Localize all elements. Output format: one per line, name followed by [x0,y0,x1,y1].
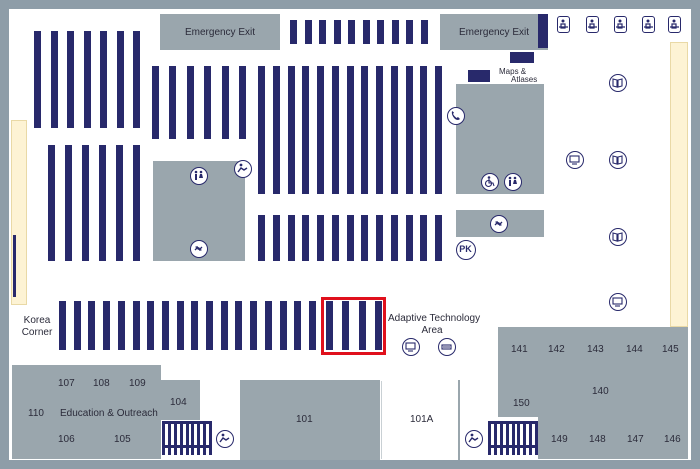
shelf-stack-nw [34,31,140,128]
stairs-right-bottom-rail [488,445,538,448]
computer-icon[interactable] [402,338,420,356]
room-label-144: 144 [626,344,643,355]
maps-atlases-label-2: Atlases [511,75,538,84]
room-label-147: 147 [627,434,644,445]
window-strip-right [670,42,688,327]
emergency-exit-right-label: Emergency Exit [458,27,530,38]
room-label-146: 146 [664,434,681,445]
shelf-stack-center [258,66,442,194]
telephone-icon[interactable] [447,107,465,125]
room-label-101a: 101A [410,414,434,425]
korea-corner-label-1: Korea [23,315,51,326]
room-label-109: 109 [129,378,146,389]
room-label-105: 105 [114,434,131,445]
window-strip-left-mark [13,235,16,297]
emergency-exit-left-room: Emergency Exit [160,14,280,50]
stairs-bottom-right[interactable] [488,421,538,455]
exit-right-block-2 [510,52,534,63]
maps-room [456,84,544,194]
shelf-stack-center-lower [258,215,442,261]
korea-corner-label-2: Corner [21,327,53,338]
scanner-icon[interactable] [438,338,456,356]
wheelchair-icon[interactable] [481,173,499,191]
room-label-104: 104 [170,397,187,408]
restroom-icon[interactable] [190,167,208,185]
book-icon[interactable] [609,151,627,169]
room-label-106: 106 [58,434,75,445]
room-label-141: 141 [511,344,528,355]
education-outreach-room [12,365,161,459]
reading-study-icon [642,16,655,33]
reading-study-icon [668,16,681,33]
room-label-107: 107 [58,378,75,389]
computer-icon[interactable] [609,293,627,311]
maps-bar [468,70,490,82]
room-label-110: 110 [28,408,44,419]
education-outreach-label: Education & Outreach [60,408,158,419]
room-label-101: 101 [296,414,313,425]
room-label-150: 150 [513,398,530,409]
stairs-person-icon[interactable] [216,430,234,448]
reading-study-icon [586,16,599,33]
room-104 [160,380,200,420]
room-label-140: 140 [592,386,609,397]
room-label-143: 143 [587,344,604,355]
room-label-148: 148 [589,434,606,445]
stairs-left-bottom-rail [162,445,212,448]
elevator-icon[interactable] [490,215,508,233]
shelf-stack-top-center-left [152,66,246,139]
stairs-person-icon[interactable] [465,430,483,448]
room-101 [240,380,380,460]
shelf-stack-south [59,301,316,350]
highlighted-location-marker [321,297,386,355]
stairs-left-top-rail [162,421,212,424]
adaptive-tech-label-2: Area [421,325,443,336]
exit-right-block [538,14,548,48]
room-label-149: 149 [551,434,568,445]
stairs-person-icon[interactable] [234,160,252,178]
emergency-exit-left-label: Emergency Exit [184,27,256,38]
elevator-icon[interactable] [190,240,208,258]
book-icon[interactable] [609,74,627,92]
room-label-108: 108 [93,378,110,389]
reading-study-icon [557,16,570,33]
maps-atlases-label-1: Maps & [499,67,527,76]
pk-badge-label: PK [459,244,472,254]
shelf-stack-top-exit-row [290,20,428,44]
adaptive-tech-label-1: Adaptive Technology [388,313,481,324]
room-label-142: 142 [548,344,565,355]
room-101a [381,381,459,459]
stairs-right-top-rail [488,421,538,424]
room-label-145: 145 [662,344,679,355]
restroom-icon[interactable] [504,173,522,191]
reading-study-icon [614,16,627,33]
computer-icon[interactable] [566,151,584,169]
emergency-exit-right-room: Emergency Exit [440,14,548,50]
book-icon[interactable] [609,228,627,246]
stairs-bottom-left[interactable] [162,421,212,455]
shelf-stack-w [48,145,140,261]
shelf-stack-highlighted[interactable] [326,301,382,350]
room-101-right [458,380,460,460]
pk-badge-icon[interactable]: PK [456,240,476,260]
